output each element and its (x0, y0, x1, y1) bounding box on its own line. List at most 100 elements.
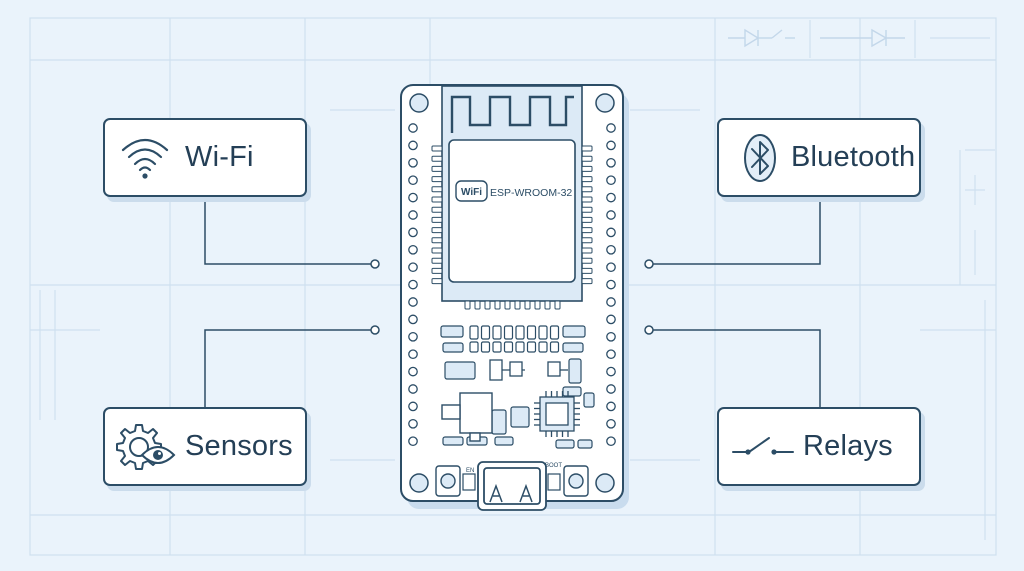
connector-lines (204, 197, 821, 407)
module-pad (431, 155, 443, 162)
schematic-diode-symbols (728, 28, 905, 48)
resistor (549, 341, 560, 353)
gear-eye-icon (105, 407, 185, 486)
smd-components (440, 325, 595, 449)
header-pin (606, 331, 616, 342)
module-name: ESP-WROOM-32 (490, 187, 572, 199)
module-pad (431, 237, 443, 244)
module-pad (431, 267, 443, 274)
header-pin (606, 366, 616, 377)
header-pin (606, 418, 616, 429)
header-pin (408, 436, 418, 447)
boot-button-label: BOOT (545, 463, 562, 469)
usb-connector (477, 461, 547, 511)
header-pin (408, 192, 418, 203)
header-pin (408, 140, 418, 151)
header-pins-right (606, 123, 616, 447)
connector-endpoints (370, 259, 654, 335)
module-pads-left (431, 145, 443, 285)
header-pin (408, 331, 418, 342)
resistor (515, 325, 525, 340)
header-pin (606, 123, 616, 133)
module-pad (581, 155, 593, 162)
header-pin (408, 227, 418, 238)
resistor-array (469, 325, 560, 353)
switch-icon (719, 407, 803, 486)
module-pad (431, 186, 443, 193)
header-pin (606, 210, 616, 220)
bluetooth-label: Bluetooth (791, 141, 916, 173)
resistor (480, 341, 491, 353)
module-pads-right (581, 145, 593, 285)
resistor (538, 341, 548, 353)
header-pin (606, 262, 616, 273)
sensors-card: Sensors (103, 407, 307, 486)
header-pin (606, 140, 616, 151)
esp32-board: WiFi ESP-WROOM-32 (400, 84, 629, 511)
header-pin (606, 297, 616, 307)
header-pin (606, 244, 616, 255)
antenna-trace (450, 95, 574, 133)
boot-button (563, 465, 589, 497)
module-pad (534, 300, 541, 310)
module-pad (431, 278, 443, 285)
module-pad (581, 247, 593, 254)
wifi-label: Wi-Fi (185, 141, 254, 173)
resistor (526, 341, 537, 353)
resistor (469, 341, 479, 353)
header-pin (408, 175, 418, 186)
en-button (435, 465, 461, 497)
module-pad (431, 165, 443, 172)
resistor (492, 325, 502, 340)
header-pin (606, 192, 616, 203)
module-pad (581, 227, 593, 234)
header-pin (408, 366, 418, 377)
resistor (503, 341, 514, 353)
wifi-logo-badge (455, 180, 488, 202)
module-pad (524, 300, 531, 310)
module-pad (474, 300, 481, 310)
module-pad (581, 267, 593, 274)
resistor (492, 341, 502, 353)
header-pin (408, 401, 418, 412)
resistor (538, 325, 548, 340)
module-pad (431, 196, 443, 203)
module-logo-text: WiFi (461, 187, 482, 198)
resistor (515, 341, 525, 353)
transistors (489, 359, 568, 381)
module-pad (464, 300, 471, 310)
header-pin (408, 123, 418, 133)
module-pad (581, 176, 593, 183)
module-pad (544, 300, 551, 310)
module-pad (494, 300, 501, 310)
header-pin (408, 157, 418, 168)
module-pad (581, 206, 593, 213)
module-pad (581, 186, 593, 193)
header-pin (606, 349, 616, 360)
header-pin (606, 314, 616, 325)
resistor (549, 325, 560, 340)
module-pad (581, 145, 593, 152)
module-pad (504, 300, 511, 310)
module-pad (431, 247, 443, 254)
resistor (503, 325, 514, 340)
module-pad (514, 300, 521, 310)
header-pin (606, 279, 616, 290)
sensors-label: Sensors (185, 430, 293, 462)
header-pin (408, 384, 418, 394)
header-pin (606, 227, 616, 238)
header-pin (606, 401, 616, 412)
resistor (526, 325, 537, 340)
relays-label: Relays (803, 430, 893, 462)
resistor (480, 325, 491, 340)
module-pad (581, 196, 593, 203)
header-pin (408, 244, 418, 255)
en-button-label: EN (466, 468, 474, 474)
wifi-card: Wi-Fi (103, 118, 307, 197)
module-pads-bottom (464, 300, 561, 310)
header-pin (408, 314, 418, 325)
header-pin (606, 175, 616, 186)
module-pad (431, 216, 443, 223)
header-pins-left (408, 123, 418, 447)
